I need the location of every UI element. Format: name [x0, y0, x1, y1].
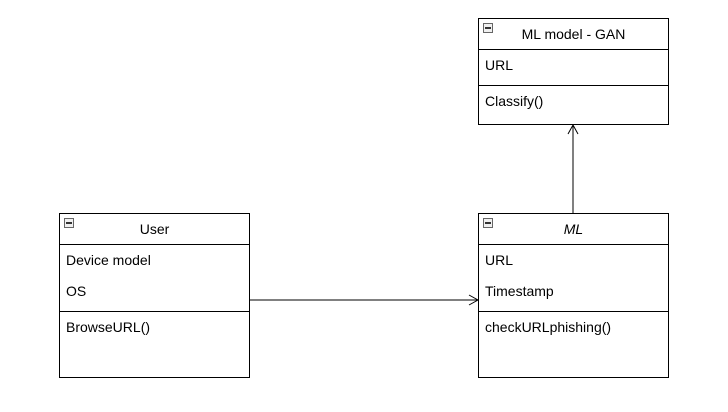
methods-section: BrowseURL(): [60, 312, 249, 347]
attributes-section: URL Timestamp: [479, 245, 668, 312]
class-header: User: [60, 214, 249, 245]
attributes-section: URL: [479, 50, 668, 86]
collapse-icon[interactable]: [483, 23, 493, 33]
class-name: User: [139, 221, 170, 237]
method: checkURLphishing(): [485, 319, 612, 335]
methods-section: checkURLphishing(): [479, 312, 668, 347]
class-header: ML: [479, 214, 668, 245]
arrowhead-icon: [567, 123, 579, 135]
class-ml-model-gan[interactable]: ML model - GAN URL Classify(): [478, 18, 669, 125]
attribute: Timestamp: [485, 283, 554, 299]
class-name: ML: [563, 221, 584, 237]
method: BrowseURL(): [66, 319, 151, 335]
collapse-icon[interactable]: [64, 218, 74, 228]
association-ml-to-ml-model-gan[interactable]: [567, 123, 579, 213]
class-ml[interactable]: ML URL Timestamp checkURLphishing(): [478, 213, 669, 378]
association-user-to-ml[interactable]: [249, 294, 480, 306]
attribute: URL: [485, 57, 514, 73]
class-user[interactable]: User Device model OS BrowseURL(): [59, 213, 250, 378]
attributes-section: Device model OS: [60, 245, 249, 312]
class-name: ML model - GAN: [521, 26, 626, 42]
methods-section: Classify(): [479, 86, 668, 121]
collapse-icon[interactable]: [483, 218, 493, 228]
attribute: Device model: [66, 252, 151, 268]
attribute: URL: [485, 252, 514, 268]
class-header: ML model - GAN: [479, 19, 668, 50]
method: Classify(): [485, 93, 544, 109]
attribute: OS: [66, 283, 87, 299]
